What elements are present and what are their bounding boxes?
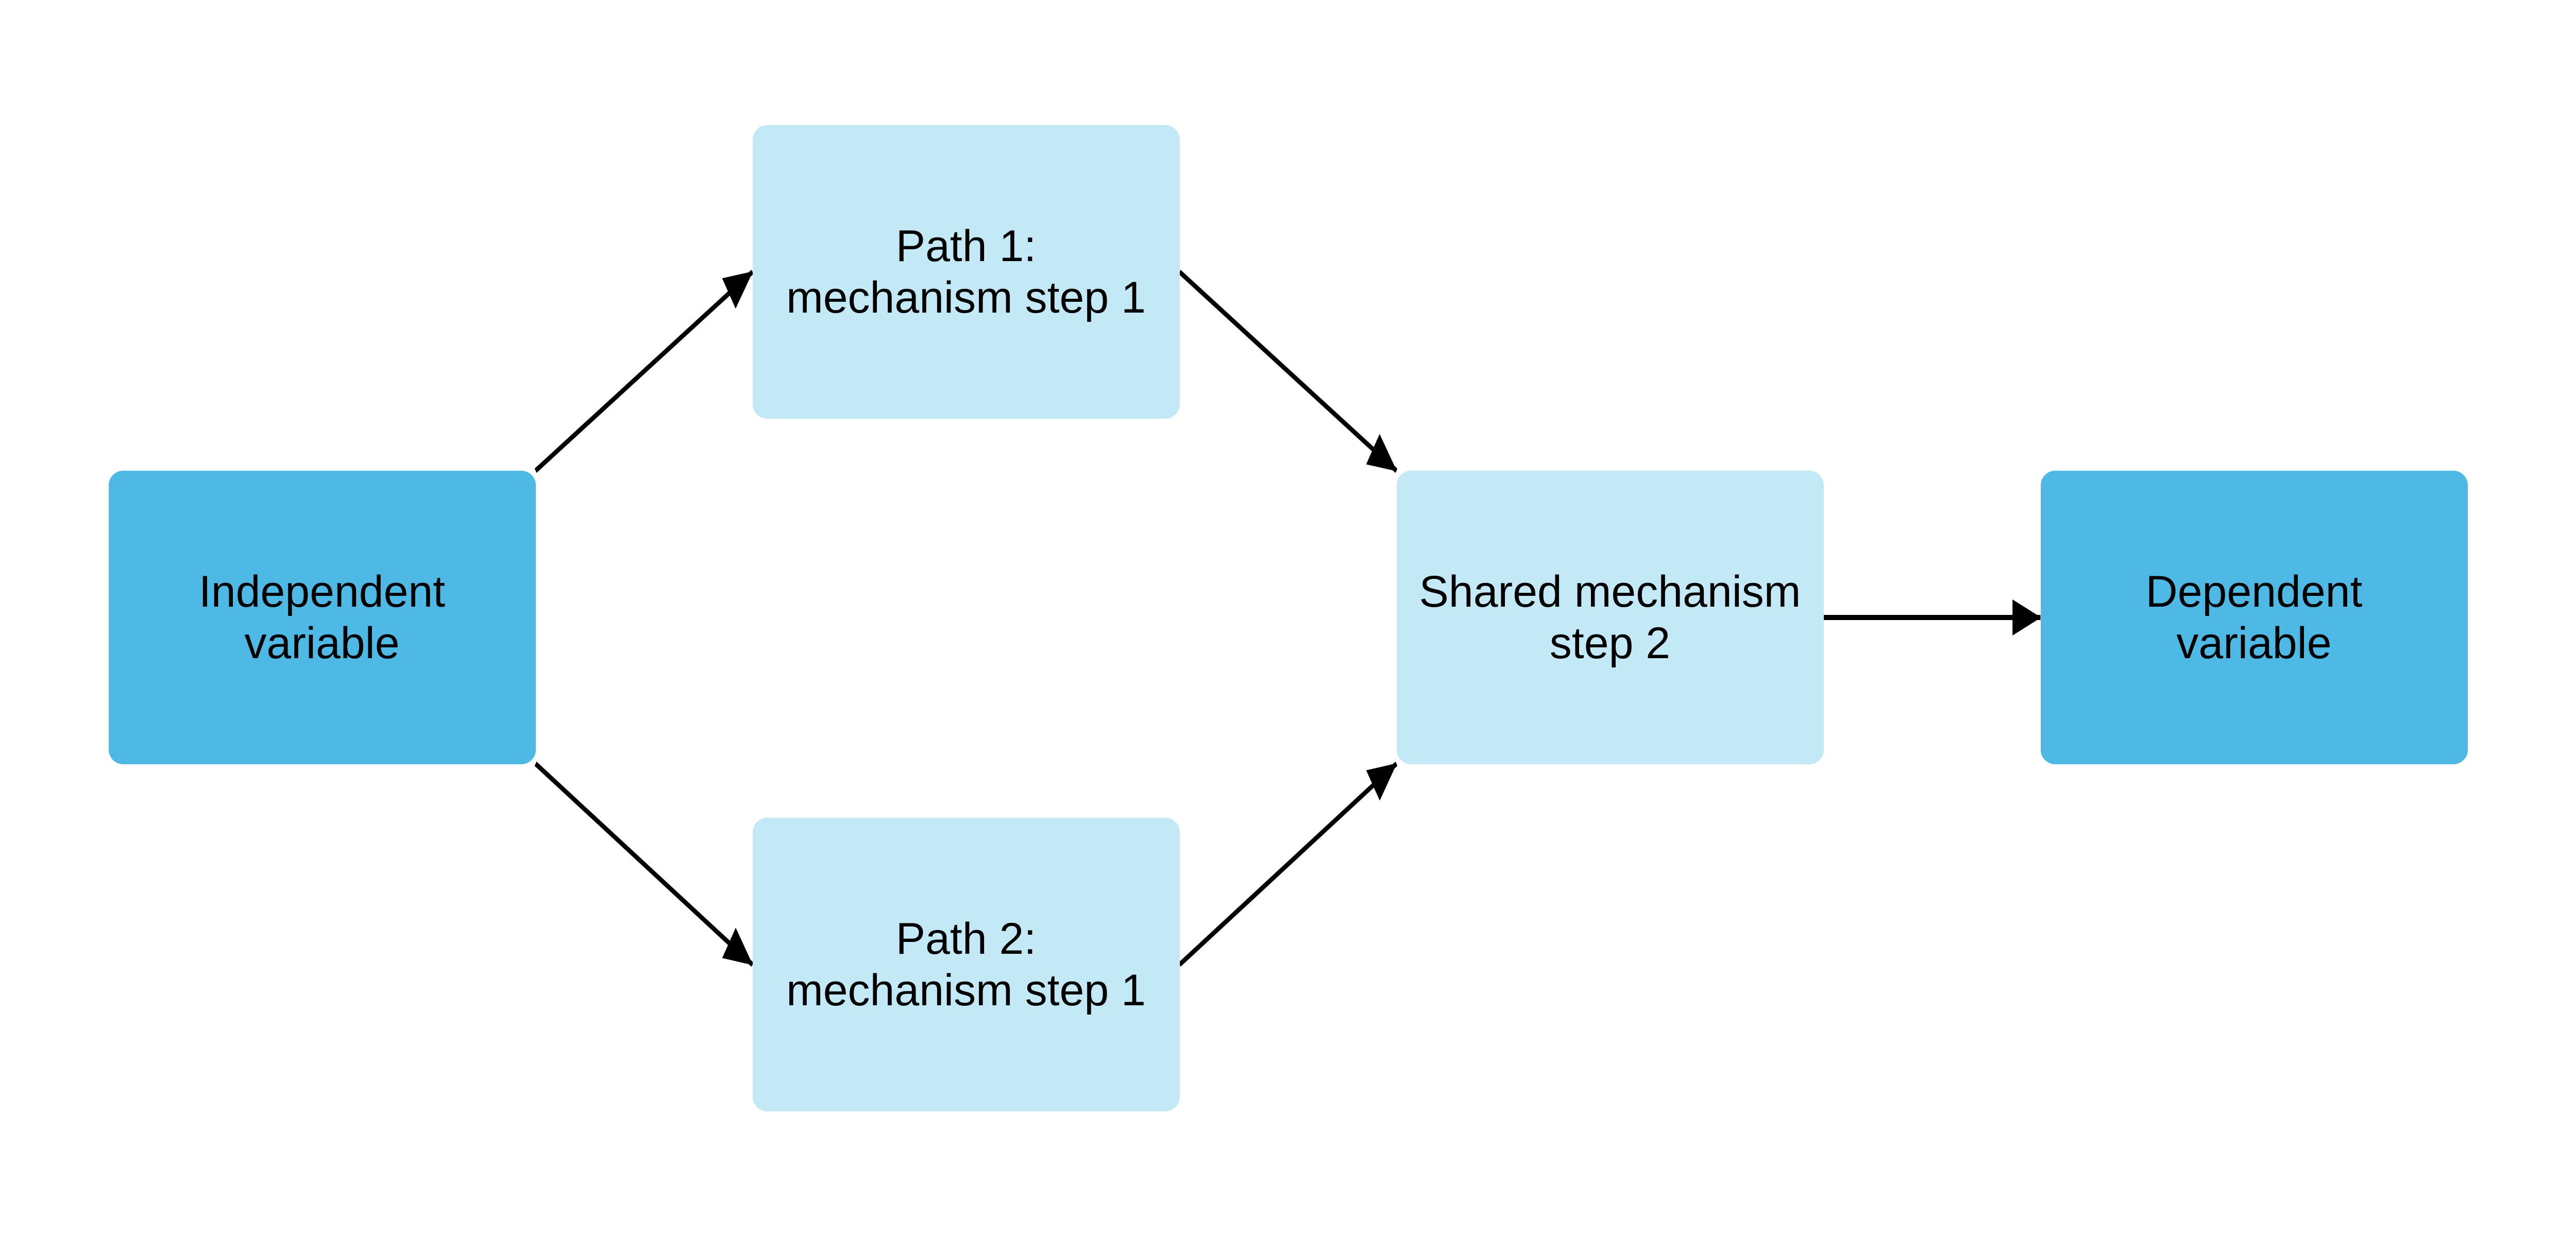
node-label-line: Path 1: bbox=[895, 221, 1037, 271]
node-label-line: step 2 bbox=[1549, 619, 1671, 668]
node-path1-step1: Path 1:mechanism step 1 bbox=[752, 125, 1180, 419]
node-label-line: Shared mechanism bbox=[1419, 567, 1801, 616]
node-path2-step1: Path 2:mechanism step 1 bbox=[752, 818, 1180, 1111]
arrow-independent-to-path2 bbox=[534, 761, 754, 967]
node-label-line: variable bbox=[2176, 619, 2332, 668]
node-label-line: mechanism step 1 bbox=[786, 273, 1146, 322]
arrow-path2-to-shared bbox=[1178, 761, 1398, 967]
node-label-line: variable bbox=[244, 619, 400, 668]
arrow-path1-to-shared bbox=[1178, 269, 1398, 473]
node-label-line: Path 2: bbox=[895, 914, 1037, 964]
node-label-line: mechanism step 1 bbox=[786, 966, 1146, 1015]
node-label-line: Dependent bbox=[2145, 567, 2363, 616]
node-label-line: Independent bbox=[198, 567, 446, 616]
arrow-independent-to-path1 bbox=[534, 269, 754, 473]
